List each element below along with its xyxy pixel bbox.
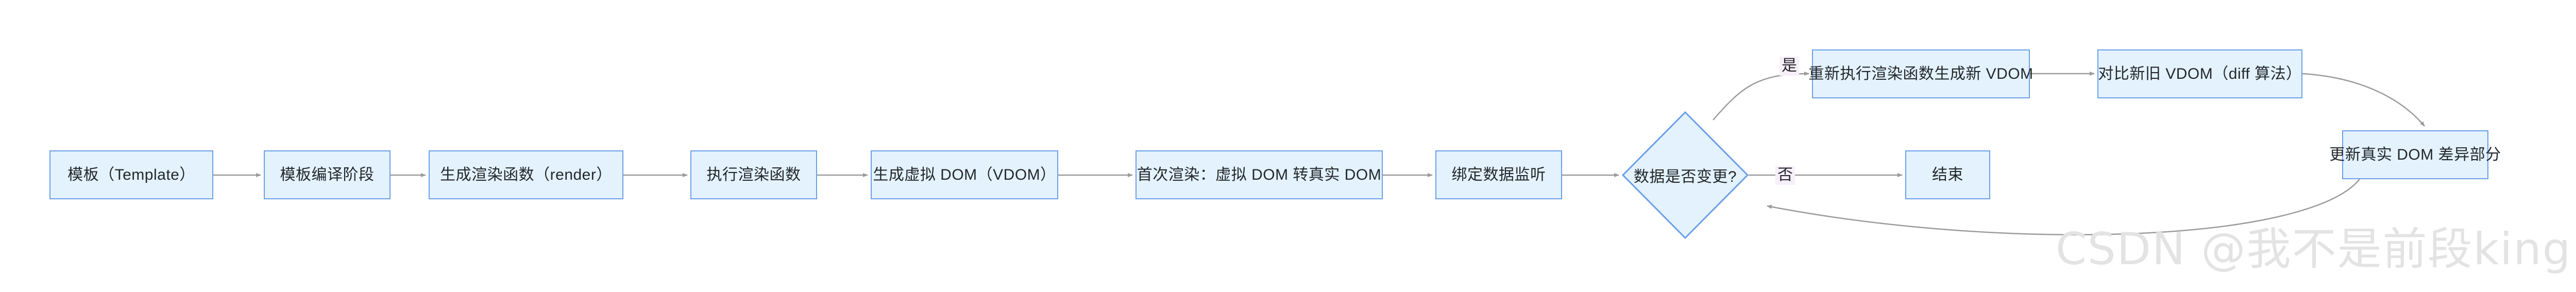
node-execute-render-function-label: 执行渲染函数 (706, 166, 801, 183)
node-generate-render-function[interactable]: 生成渲染函数（render） (429, 150, 623, 199)
node-bind-data-watcher[interactable]: 绑定数据监听 (1435, 150, 1562, 199)
node-template-compile-label: 模板编译阶段 (280, 166, 375, 183)
node-generate-render-function-label: 生成渲染函数（render） (440, 166, 612, 183)
node-re-execute-render-new-vdom-label: 重新执行渲染函数生成新 VDOM (1808, 65, 2033, 82)
edge-label-yes: 是 (1780, 57, 1799, 76)
node-template[interactable]: 模板（Template） (49, 150, 213, 199)
node-template-label: 模板（Template） (67, 166, 195, 183)
node-first-render-label: 首次渲染：虚拟 DOM 转真实 DOM (1137, 166, 1382, 183)
diamond-shape-icon (1622, 111, 1749, 239)
node-diff-vdom[interactable]: 对比新旧 VDOM（diff 算法） (2097, 49, 2302, 98)
node-generate-vdom[interactable]: 生成虚拟 DOM（VDOM） (871, 150, 1058, 199)
node-patch-real-dom[interactable]: 更新真实 DOM 差异部分 (2329, 130, 2501, 179)
node-template-compile[interactable]: 模板编译阶段 (264, 150, 391, 199)
csdn-watermark: CSDN @我不是前段king (2056, 224, 2572, 275)
edge-diff-patch (2302, 73, 2425, 127)
node-first-render[interactable]: 首次渲染：虚拟 DOM 转真实 DOM (1136, 150, 1383, 199)
node-bind-data-watcher-label: 绑定数据监听 (1451, 166, 1546, 183)
node-re-execute-render-new-vdom[interactable]: 重新执行渲染函数生成新 VDOM (1808, 49, 2033, 98)
node-diff-vdom-label: 对比新旧 VDOM（diff 算法） (2098, 65, 2302, 82)
node-patch-real-dom-label: 更新真实 DOM 差异部分 (2329, 146, 2501, 163)
node-data-changed-decision[interactable]: 数据是否变更? (1622, 111, 1749, 239)
node-data-changed-decision-label: 数据是否变更? (1633, 168, 1737, 185)
edge-label-no: 否 (1775, 166, 1795, 185)
node-generate-vdom-label: 生成虚拟 DOM（VDOM） (873, 166, 1056, 183)
node-execute-render-function[interactable]: 执行渲染函数 (690, 150, 817, 199)
node-end[interactable]: 结束 (1905, 150, 1990, 199)
node-end-label: 结束 (1932, 166, 1963, 183)
